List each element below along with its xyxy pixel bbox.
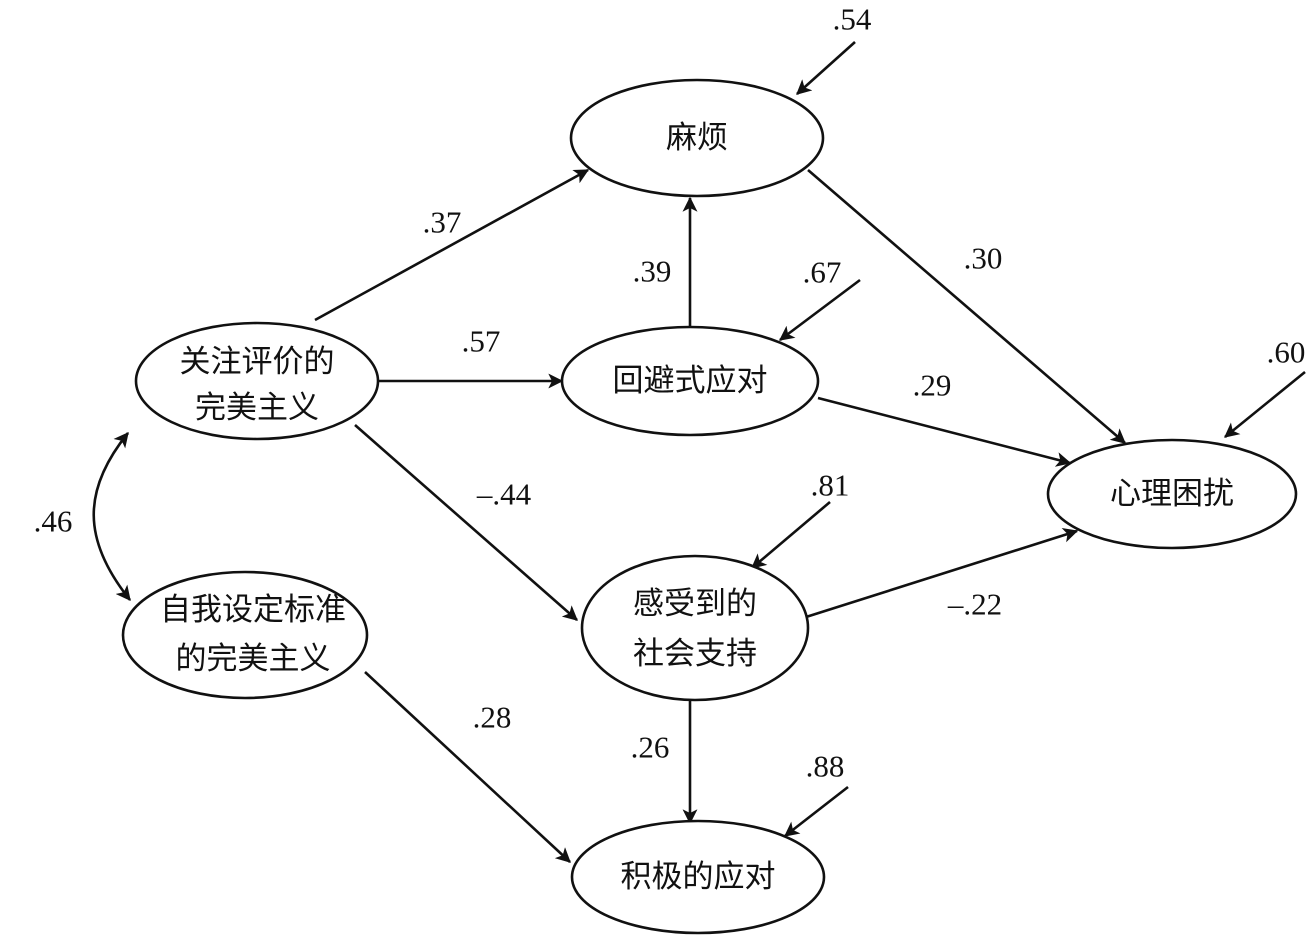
coef-avoidant-to-hassle: .39 <box>633 254 672 289</box>
residual-arrow-support <box>751 501 831 569</box>
arrow-avoidant-to-distress <box>817 396 1072 467</box>
residual-arrow-distress <box>1224 370 1306 439</box>
coef-hassle-to-distress: .30 <box>964 241 1003 276</box>
coef-correlation: .46 <box>34 504 73 539</box>
coef-evaluative-to-avoidant: .57 <box>462 324 501 359</box>
arrow-hassle-to-distress <box>807 169 1126 444</box>
node-self-oriented-perfectionism: 自我设定标准 的完美主义 <box>121 570 369 700</box>
coef-support-to-distress: –.22 <box>947 587 1002 622</box>
node-self-oriented-perfectionism-line1: 自我设定标准 <box>160 592 346 628</box>
node-avoidant-coping-label: 回避式应对 <box>613 363 768 399</box>
node-psychological-distress: 心理困扰 <box>1046 438 1298 550</box>
arrow-evaluative-to-hassle <box>314 168 590 322</box>
coef-support-to-positive: .26 <box>631 730 670 765</box>
residual-psychological-distress: .60 <box>1267 335 1306 370</box>
coef-evaluative-to-support: –.44 <box>476 477 532 512</box>
node-perceived-social-support-line2: 社会支持 <box>633 636 757 672</box>
residual-arrow-positive <box>784 785 849 838</box>
arrow-selfstd-to-positive <box>364 671 571 863</box>
residual-positive-coping: .88 <box>806 749 845 784</box>
arrow-evaluative-to-support <box>354 424 578 621</box>
coef-avoidant-to-distress: .29 <box>913 368 952 403</box>
node-self-oriented-perfectionism-line2: 的完美主义 <box>176 641 331 677</box>
residual-avoidant-coping: .67 <box>803 255 842 290</box>
node-positive-coping-label: 积极的应对 <box>621 859 776 895</box>
node-hassle-label: 麻烦 <box>666 120 728 156</box>
node-hassle: 麻烦 <box>569 78 825 198</box>
node-evaluative-perfectionism: 关注评价的 完美主义 <box>134 321 380 441</box>
node-psychological-distress-label: 心理困扰 <box>1110 476 1234 512</box>
coef-selfstd-to-positive: .28 <box>473 700 512 735</box>
residual-arrow-hassle <box>796 41 856 95</box>
residual-perceived-social-support: .81 <box>811 468 850 503</box>
arrow-support-to-distress <box>805 528 1079 619</box>
node-positive-coping: 积极的应对 <box>570 819 826 935</box>
node-avoidant-coping: 回避式应对 <box>560 325 820 437</box>
node-evaluative-perfectionism-line1: 关注评价的 <box>180 344 335 380</box>
node-perceived-social-support-line1: 感受到的 <box>633 586 757 622</box>
coef-evaluative-to-hassle: .37 <box>423 205 462 240</box>
node-perceived-social-support: 感受到的 社会支持 <box>580 554 810 702</box>
node-evaluative-perfectionism-line2: 完美主义 <box>195 390 319 426</box>
residual-arrow-avoidant <box>779 278 861 342</box>
residual-hassle: .54 <box>833 2 872 37</box>
correlation-arrow <box>92 432 132 601</box>
